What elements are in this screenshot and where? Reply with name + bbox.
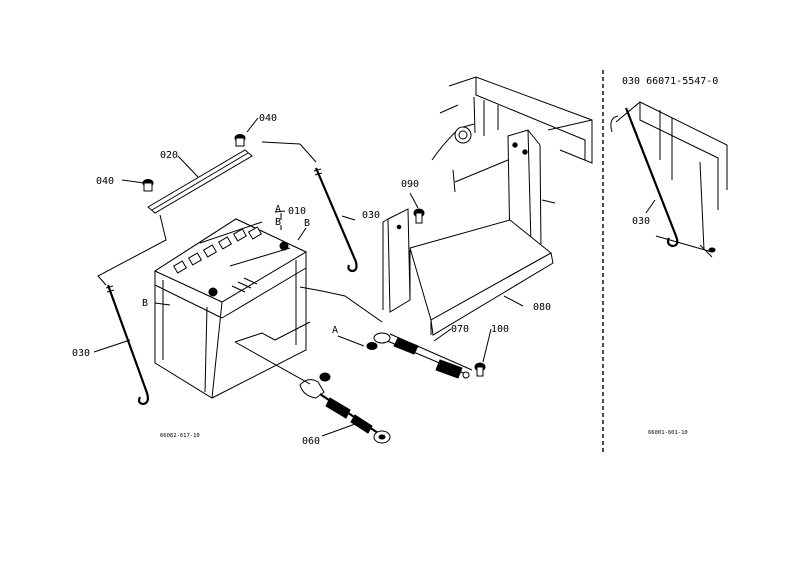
inset-figure-code: 66001-601-10 [648,430,688,436]
leader-lines [93,117,524,437]
bolt-100 [474,362,486,377]
callout-080: 080 [533,302,551,313]
nut-040-left [142,179,154,192]
callout-b-right: B [304,218,310,229]
inset-j-bolt [624,107,679,248]
callout-b-left: B [142,298,148,309]
bolt-a [366,342,378,350]
callout-030-left: 030 [72,348,90,359]
callout-090: 090 [401,179,419,190]
callout-020: 020 [160,150,178,161]
battery-terminal-left [208,287,218,297]
callout-060: 060 [302,436,320,447]
battery-caps [172,221,291,274]
callout-040-left: 040 [96,176,114,187]
callout-b-010: B [275,217,281,228]
battery-retainer [147,149,253,214]
tractor-frame [431,76,593,204]
callout-040-top: 040 [259,113,277,124]
nut-040-top [234,134,246,147]
battery [153,218,308,399]
j-bolt-030-right [313,167,358,273]
battery-terminal-right [279,241,289,251]
callout-a-bolt: A [332,325,338,336]
callout-labels: 040 020 040 A B 010 B B 030 030 090 080 … [72,76,718,447]
callout-100: 100 [491,324,509,335]
j-bolt-030-left [105,284,149,406]
inset-detail [610,101,728,258]
callout-a-010: A [275,204,281,215]
battery-cable-070 [373,332,473,379]
callout-010: 010 [288,206,306,217]
bolt-090 [413,208,425,224]
main-figure-code: 66082-617-10 [160,433,200,439]
callout-070: 070 [451,324,469,335]
bolt-a-cable [319,372,331,382]
inset-callout-030: 030 [632,216,650,227]
battery-cable-060 [299,379,391,444]
battery-tray [382,129,554,336]
callout-030-mid: 030 [362,210,380,221]
inset-title: 030 66071-5547-0 [622,76,718,87]
